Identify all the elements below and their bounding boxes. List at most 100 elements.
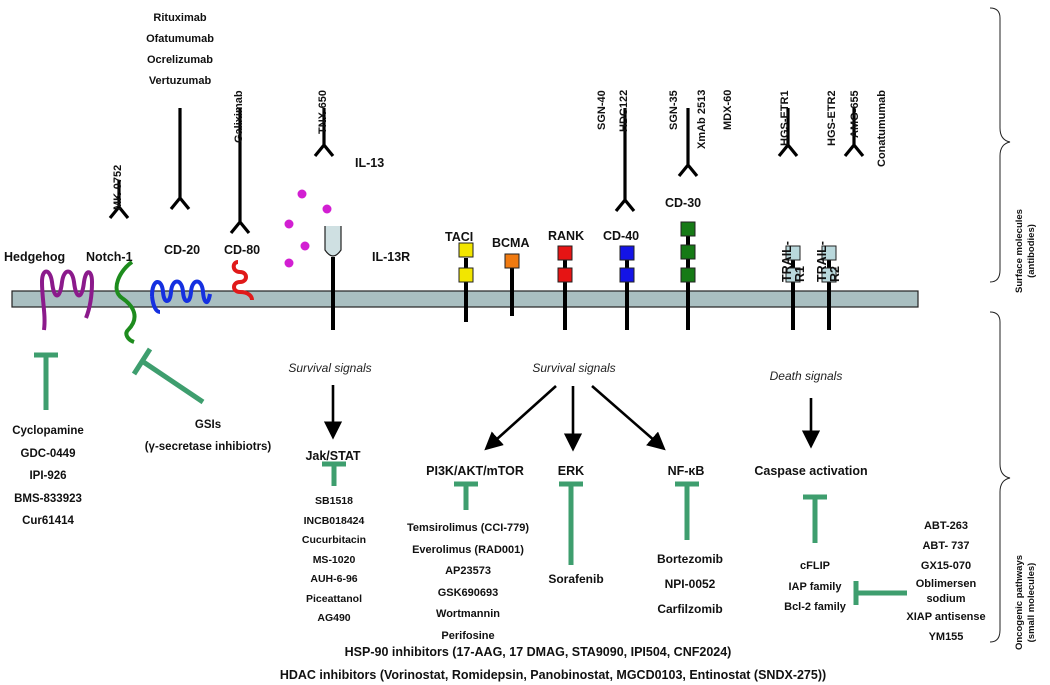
surface-bracket-label: Surface molecules (antibodies) [1014, 196, 1038, 306]
notch-inhibition [131, 347, 205, 405]
inhibitor-name: BMS-833923 [14, 492, 82, 505]
inhibitor-name: YM155 [928, 630, 964, 643]
oncogenic-bracket-label: Oncogenic pathways (small molecules) [1014, 540, 1038, 665]
jakstat-inhibition [322, 461, 346, 486]
mdx60-label: MDX-60 [722, 89, 734, 130]
antibody-name: Rituximab [153, 12, 207, 24]
target-name: cFLIP [800, 560, 830, 572]
trail-r1-label: TRAIL-R1 [780, 241, 807, 282]
antibody-name: Ofatumumab [146, 33, 214, 45]
inhibitor-name: SB1518 [315, 495, 353, 507]
survival-signals-label: Survival signals [532, 361, 616, 375]
taci-domain [458, 242, 474, 258]
inhibitor-name: Bortezomib [657, 552, 723, 566]
cd40-antibody-icon [614, 108, 636, 213]
inhibitor-name: Cucurbitacin [301, 534, 367, 546]
inhibitor-name: ABT- 737 [922, 540, 970, 553]
inhibitor-name: Oblimersen [915, 577, 977, 590]
trail-r2-domain [821, 267, 837, 283]
hedgehog-receptor [40, 269, 95, 331]
mk0752-antibody-icon [108, 180, 130, 220]
survival-signals-label: Survival signals [288, 361, 372, 375]
il13r-cup [324, 226, 342, 257]
inhibitor-name: AP23573 [445, 565, 491, 577]
hgs-etr2-label: HGS-ETR2 [826, 90, 838, 146]
cd40-domain [619, 267, 635, 283]
surface-bracket [989, 7, 1011, 283]
bracket-line: (antibodies) [1026, 224, 1037, 278]
trail-r1-domain [785, 245, 801, 261]
inhibitor-name: Piceattanol [305, 592, 363, 605]
hedgehog-inhibitor-list: Cyclopamine GDC-0449 IPI-926 BMS-833923 … [12, 420, 84, 533]
erk-inhibition [559, 481, 583, 565]
trail-r2-label: TRAIL-R2 [815, 241, 842, 282]
inhibitor-name: Cyclopamine [12, 425, 84, 437]
sgn40-label: SGN-40 [596, 90, 608, 130]
caspase-inhibition [803, 494, 827, 543]
target-name: Bcl-2 family [784, 601, 846, 613]
cd20-receptor [150, 279, 212, 314]
antibody-name: Vertuzumab [148, 75, 212, 87]
galiximab-label: Galiximab [233, 90, 245, 143]
rank-domain [557, 245, 573, 261]
inhibitor-name: INCB018424 [303, 514, 365, 527]
il13r-label: IL-13R [372, 250, 411, 264]
conatumumab-label: Conatumumab [876, 90, 888, 167]
mk0752-label: MK-0752 [112, 164, 124, 210]
rank-label: RANK [548, 229, 585, 243]
oncogenic-bracket [989, 311, 1011, 643]
cd20-antibody-icon [169, 108, 191, 211]
pi3k-inhibition [454, 481, 478, 510]
inhibitor-name: sodium [926, 592, 966, 605]
inhibitor-name: Sorafenib [548, 572, 604, 586]
il13-ligand-dot [322, 204, 332, 214]
inhibitor-name: Cur61414 [22, 515, 74, 527]
inhibitor-name: GDC-0449 [20, 447, 76, 460]
inhibitor-name: Wortmannin [436, 608, 500, 620]
cd80-label: CD-80 [224, 243, 261, 257]
il13-ligand-dot [284, 219, 294, 229]
inhibitor-name: Everolimus (RAD001) [412, 543, 524, 556]
inhibitor-name: (γ-secretase inhibiotrs) [144, 441, 272, 453]
inhibitor-name: ABT-263 [923, 520, 969, 532]
hedgehog-label: Hedgehog [4, 250, 66, 264]
pi3k-arrow [484, 385, 557, 451]
trail-r1-antibody-icon [777, 108, 799, 158]
nfkb-inhibition [675, 481, 699, 540]
bracket-line: Surface molecules [1014, 209, 1025, 293]
cd30-domain [680, 244, 696, 260]
inhibitor-name: Perifosine [441, 629, 495, 642]
cd30-label: CD-30 [665, 196, 702, 210]
il13-label: IL-13 [355, 156, 385, 170]
bcl2-inhibitor-list: ABT-263 ABT- 737 GX15-070 Oblimersen sod… [906, 516, 985, 647]
pi3k-inhibitor-list: Temsirolimus (CCI-779) Everolimus (RAD00… [407, 518, 529, 647]
cd30-domain [680, 221, 696, 237]
hgs-etr1-label: HGS-ETR1 [779, 90, 791, 146]
inhibitor-name: GSK690693 [437, 586, 499, 599]
inhibitor-name: AUH-6-96 [310, 573, 358, 585]
inhibitor-name: Temsirolimus (CCI-779) [406, 522, 530, 534]
target-name: IAP family [788, 580, 842, 593]
galiximab-antibody-icon [229, 108, 251, 235]
inhibitor-name: IPI-926 [29, 470, 67, 482]
trail-r1-domain [785, 267, 801, 283]
cd20-antibody-list: Rituximab Ofatumumab Ocrelizumab Vertuzu… [146, 8, 214, 92]
inhibitor-name: GX15-070 [920, 560, 972, 573]
nfkb-arrow [591, 385, 666, 451]
antibody-name: Ocrelizumab [146, 54, 214, 66]
cd20-label: CD-20 [164, 243, 201, 257]
gsi-label: GSIs (γ-secretase inhibiotrs) [145, 414, 272, 458]
inhibitor-name: AG490 [317, 612, 351, 624]
tnx650-antibody-icon [313, 108, 335, 158]
hdc122-label: HDC122 [618, 89, 630, 132]
cd80-receptor [231, 260, 254, 301]
cd40-domain [619, 245, 635, 261]
inhibitor-name: NPI-0052 [664, 577, 716, 591]
bracket-line: Oncogenic pathways [1014, 554, 1025, 651]
jakstat-label: Jak/STAT [305, 449, 361, 463]
trail-r2-domain [821, 245, 837, 261]
inhibitor-name: Carfilzomib [657, 602, 723, 616]
bcl2-inhibition [853, 581, 907, 605]
bracket-line: (small molecules) [1026, 562, 1037, 643]
